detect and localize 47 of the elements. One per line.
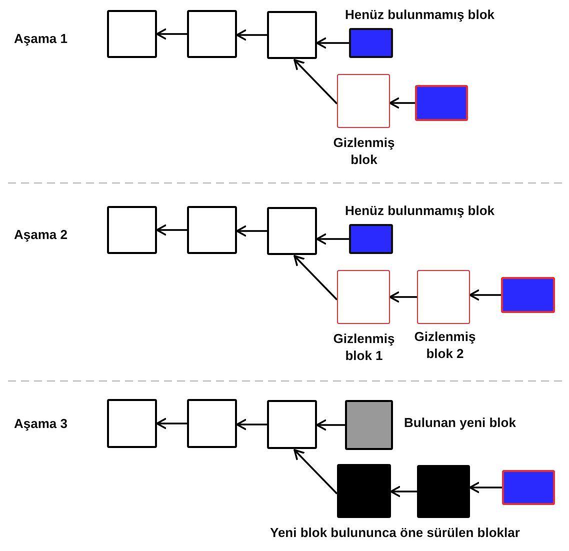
block [187, 10, 237, 58]
block [417, 270, 470, 324]
block-caption: Henüz bulunmamış blok [345, 202, 496, 219]
stage-label: Aşama 2 [14, 226, 68, 243]
block-caption: Bulunan yeni blok [404, 414, 517, 431]
block [267, 207, 317, 255]
block-caption: Henüz bulunmamış blok [345, 6, 496, 23]
block [107, 399, 157, 448]
block [187, 206, 237, 254]
arrow [156, 418, 187, 430]
block [337, 74, 390, 128]
arrow [390, 486, 417, 498]
arrow [316, 233, 349, 245]
block-caption: Gizlenmiş blok 1 [332, 330, 396, 364]
arrow [236, 29, 267, 41]
arrow [294, 255, 338, 300]
arrow [469, 482, 502, 494]
block [501, 277, 555, 313]
arrow [294, 59, 338, 104]
arrow [389, 97, 415, 109]
stage-label: Aşama 3 [14, 415, 68, 432]
arrow [294, 449, 338, 494]
block [349, 224, 393, 254]
block [337, 270, 390, 324]
block [267, 400, 317, 449]
block [417, 465, 470, 518]
arrow [316, 419, 345, 431]
arrow [156, 224, 187, 236]
block-caption: Gizlenmiş blok [332, 134, 396, 168]
block [107, 10, 157, 58]
arrow [469, 289, 501, 301]
block [337, 464, 391, 518]
arrow [156, 28, 187, 40]
arrow [389, 291, 417, 303]
arrow [236, 418, 267, 430]
arrow [316, 37, 349, 49]
block [107, 206, 157, 254]
arrow [236, 225, 267, 237]
block-caption: Gizlenmiş blok 2 [413, 328, 477, 362]
stage-label: Aşama 1 [14, 30, 68, 47]
block [267, 11, 317, 59]
group-caption: Yeni blok bulununca öne sürülen bloklar [270, 524, 520, 541]
block [349, 28, 393, 58]
block [415, 85, 468, 121]
block [187, 399, 237, 448]
block [502, 470, 555, 505]
block [345, 400, 393, 450]
